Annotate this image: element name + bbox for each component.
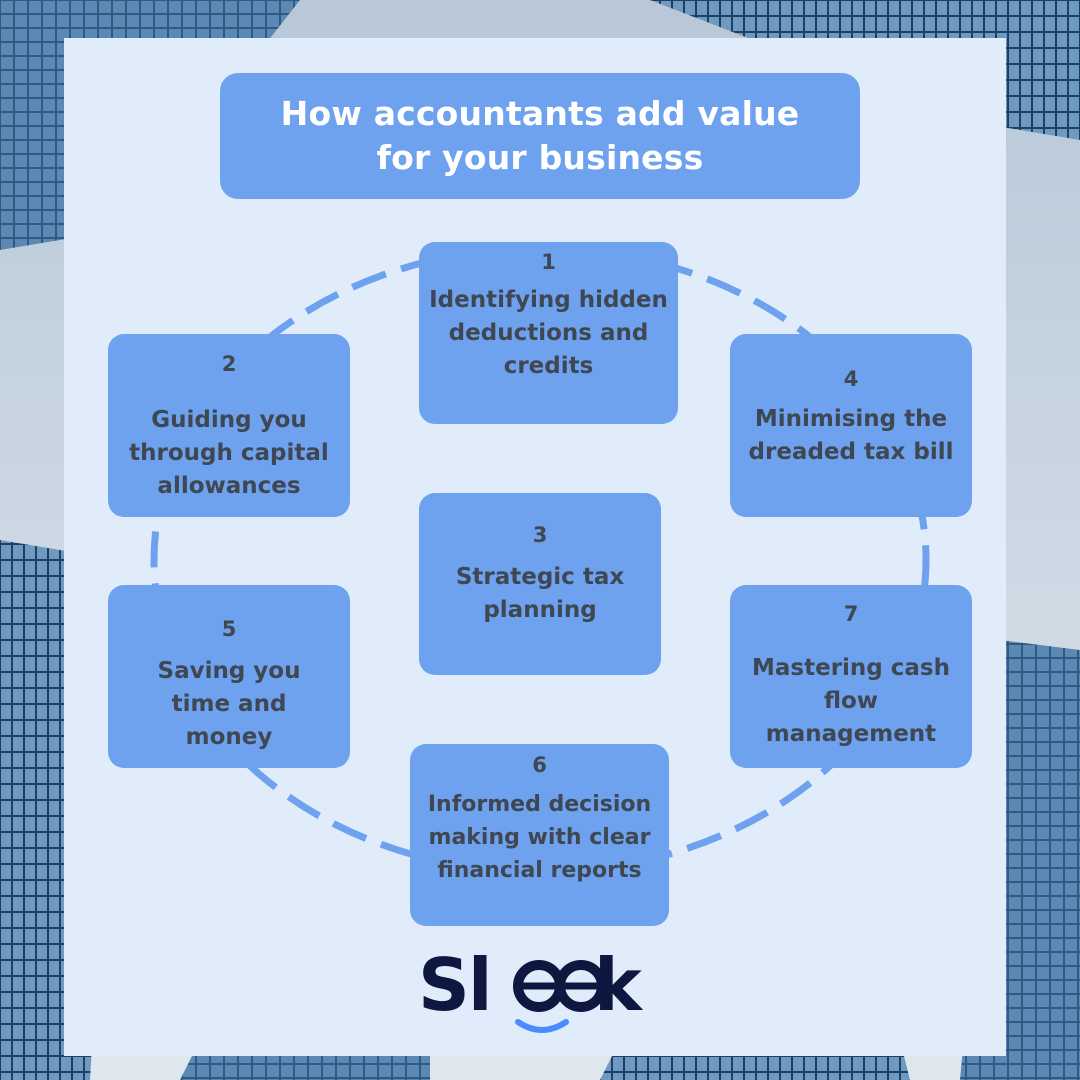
- step-number: 4: [843, 367, 859, 391]
- sleek-logo: Sl k: [418, 943, 644, 1033]
- step-card-7: 7 Mastering cash flow management: [730, 585, 972, 768]
- step-card-3: 3 Strategic tax planning: [419, 493, 661, 675]
- step-number: 5: [221, 617, 237, 641]
- step-card-4: 4 Minimising the dreaded tax bill: [730, 334, 972, 517]
- svg-text:k: k: [594, 943, 644, 1027]
- step-text: Minimising the dreaded tax bill: [748, 406, 954, 465]
- step-number: 6: [532, 753, 547, 777]
- step-card-2: 2 Guiding you through capital allowances: [108, 334, 350, 517]
- step-text: Saving you time and money: [157, 658, 301, 750]
- step-number: 1: [541, 250, 556, 274]
- step-text: Identifying hidden deductions and credit…: [429, 287, 668, 379]
- step-text: Strategic tax planning: [455, 564, 625, 623]
- step-text: Mastering cash flow management: [752, 655, 950, 747]
- step-number: 7: [843, 602, 859, 626]
- svg-text:Sl: Sl: [418, 943, 491, 1027]
- step-card-1: 1 Identifying hidden deductions and cred…: [419, 242, 678, 424]
- step-number: 2: [221, 352, 237, 376]
- step-text: Informed decision making with clear fina…: [427, 792, 652, 883]
- step-card-6: 6 Informed decision making with clear fi…: [410, 744, 669, 926]
- page-title: How accountants add value for your busin…: [280, 94, 800, 177]
- title-banner: How accountants add value for your busin…: [220, 73, 860, 199]
- step-number: 3: [532, 523, 548, 547]
- step-text: Guiding you through capital allowances: [129, 407, 329, 499]
- step-card-5: 5 Saving you time and money: [108, 585, 350, 768]
